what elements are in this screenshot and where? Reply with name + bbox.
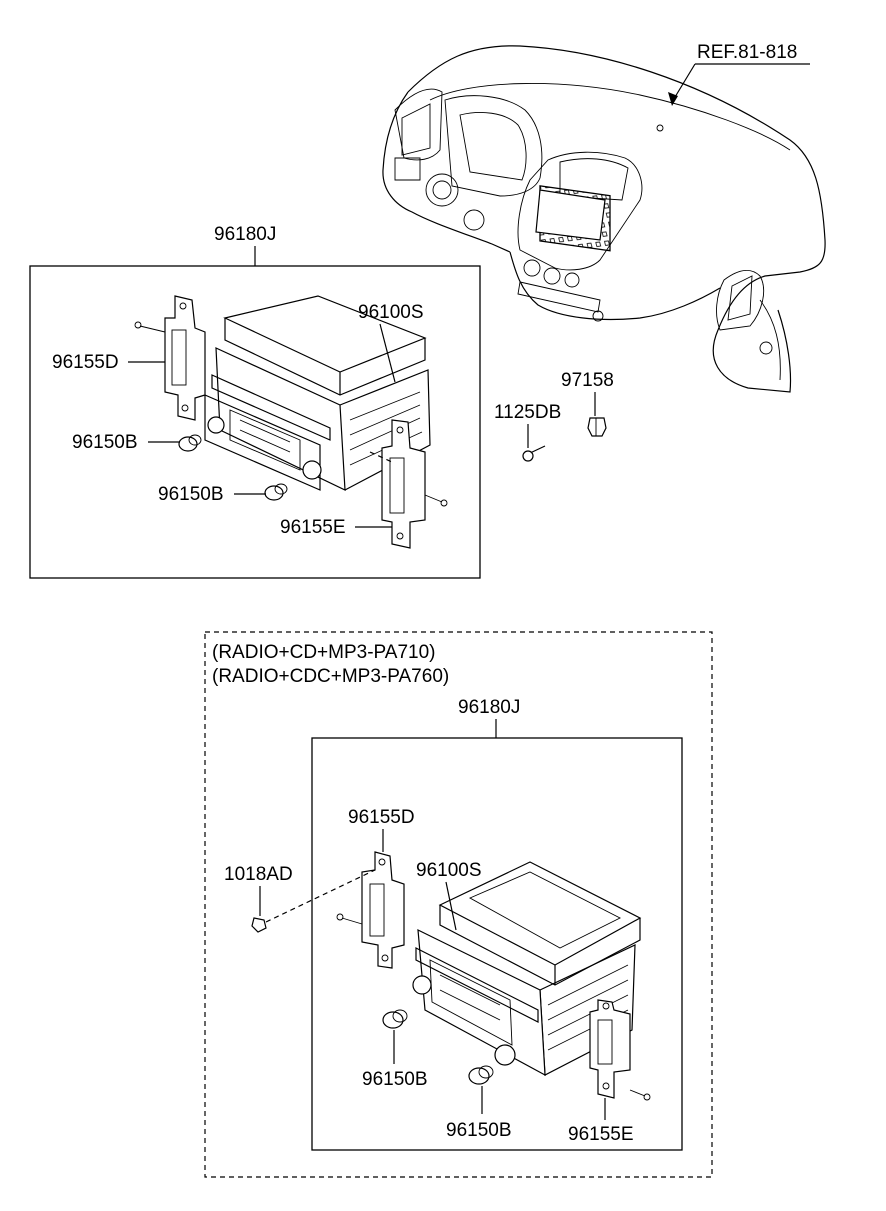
dashboard-illustration [382,45,826,393]
top-assembly-label: 96180J [214,224,276,245]
bottom-knob-2 [468,1065,494,1085]
variant-dashed-box [204,631,713,1178]
bolt-part [522,445,546,462]
clip-label: 97158 [561,370,614,391]
bottom-assembly-box [311,737,683,1151]
bottom-bracket-right-label: 96155E [568,1124,634,1145]
bottom-bracket-left-label: 96155D [348,807,415,828]
top-bracket-left-label: 96155D [52,352,119,373]
bottom-knob-1 [382,1009,408,1029]
bolt-label: 1125DB [494,402,561,423]
screw-label: 1018AD [224,864,293,885]
top-knob-1 [178,434,202,452]
clip-part [587,417,607,437]
bottom-knob-1-label: 96150B [362,1069,428,1090]
top-knob-2-label: 96150B [158,484,224,505]
bottom-audio-unit-label: 96100S [416,860,482,881]
top-knob-1-label: 96150B [72,432,138,453]
bottom-head-unit [412,861,642,1077]
top-audio-unit-label: 96100S [358,302,424,323]
bottom-assembly-label: 96180J [458,697,520,718]
ref-label: REF.81-818 [697,42,797,63]
top-head-unit [204,295,431,491]
top-bracket-left [134,295,206,421]
bottom-knob-2-label: 96150B [446,1120,512,1141]
screw-part [251,869,376,933]
bottom-bracket-right [589,999,651,1101]
top-bracket-right-label: 96155E [280,517,346,538]
top-bracket-right [369,419,448,549]
top-knob-2 [264,483,288,501]
bottom-bracket-left [336,851,405,969]
variant-1-label: (RADIO+CD+MP3-PA710) [212,642,436,663]
variant-2-label: (RADIO+CDC+MP3-PA760) [212,666,449,687]
